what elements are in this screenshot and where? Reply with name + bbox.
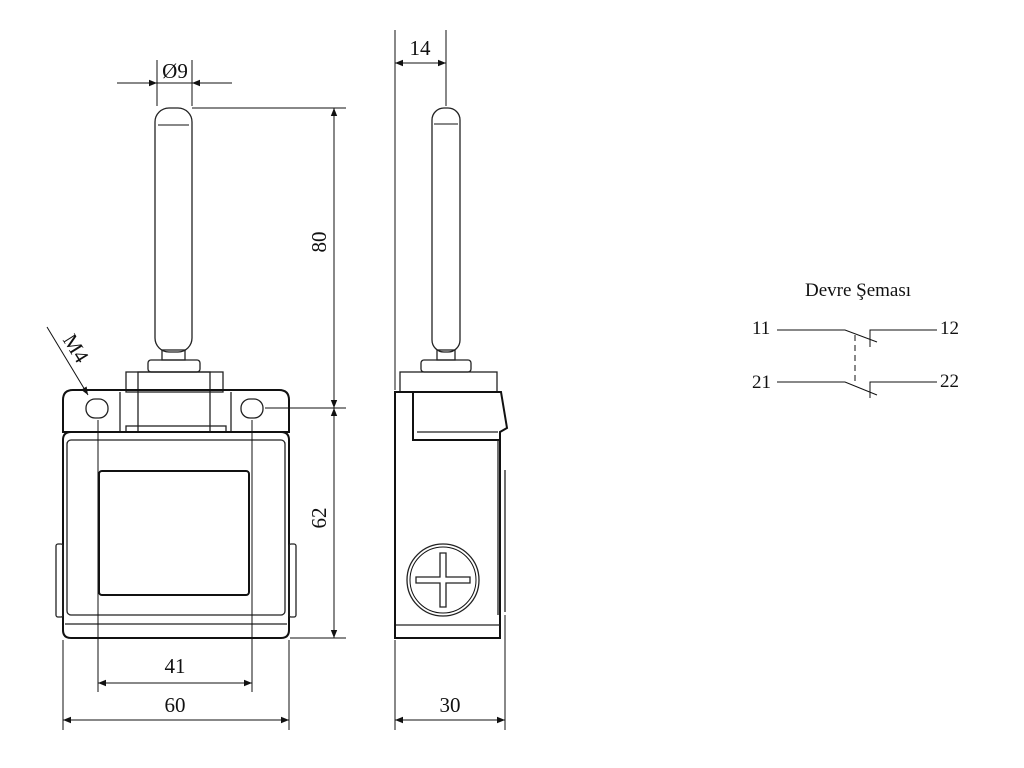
actuator-rod bbox=[154, 107, 193, 353]
cable-gland-screw bbox=[406, 543, 480, 617]
mounting-flange bbox=[62, 389, 290, 433]
side-tab-right bbox=[288, 543, 297, 618]
front-view bbox=[55, 107, 297, 639]
cross-icon bbox=[415, 552, 471, 608]
switch-body bbox=[62, 431, 290, 639]
dimension-lines bbox=[46, 30, 506, 730]
dim-rod-diameter: Ø9 bbox=[162, 59, 188, 83]
side-actuator-rod bbox=[431, 107, 461, 353]
circuit-schematic: Devre Şeması 11 12 21 22 bbox=[752, 280, 959, 398]
contact-1 bbox=[777, 329, 878, 343]
terminal-11: 11 bbox=[752, 318, 770, 339]
terminal-12: 12 bbox=[940, 318, 959, 339]
contact-2 bbox=[777, 381, 878, 396]
dim-side-offset: 14 bbox=[410, 36, 432, 60]
terminal-22: 22 bbox=[940, 371, 959, 392]
cover-window bbox=[98, 470, 250, 596]
dim-hole-spacing: 41 bbox=[165, 654, 186, 678]
side-tab-left bbox=[55, 543, 64, 618]
dim-body-depth: 30 bbox=[440, 693, 461, 717]
dim-body-width: 60 bbox=[165, 693, 186, 717]
dim-thread: M4 bbox=[58, 330, 94, 368]
schematic-title: Devre Şeması bbox=[805, 280, 911, 301]
mounting-hole-left bbox=[85, 398, 109, 419]
dim-body-height: 62 bbox=[307, 508, 331, 529]
side-view bbox=[394, 107, 509, 639]
mounting-hole-right bbox=[240, 398, 264, 419]
dim-rod-height: 80 bbox=[307, 232, 331, 253]
side-body bbox=[394, 391, 509, 639]
terminal-21: 21 bbox=[752, 372, 771, 393]
